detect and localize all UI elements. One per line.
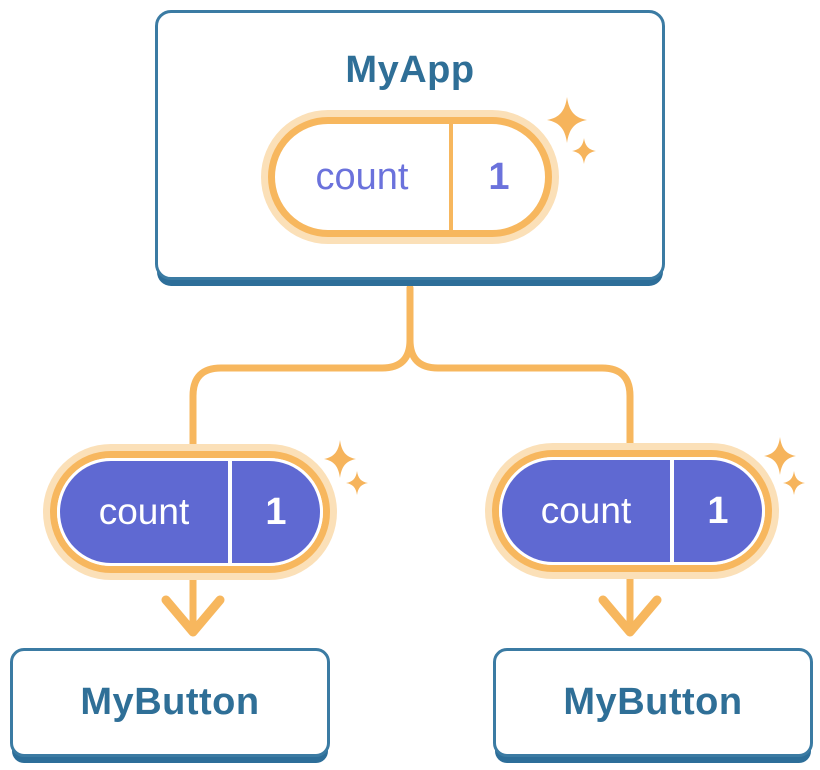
state-value-label: 1 [265, 490, 287, 533]
state-name-label: count [98, 491, 190, 532]
pill-divider [449, 124, 453, 230]
state-value-label: 1 [488, 155, 510, 198]
pill-body: count 1 [60, 461, 320, 563]
state-pill-root: count 1 [268, 117, 552, 237]
component-title: MyApp [345, 49, 475, 91]
state-pill-left-child: count 1 [50, 451, 330, 573]
pill-divider [670, 460, 674, 562]
sparkle-icon [764, 437, 805, 495]
arrowhead-left-icon [161, 595, 225, 637]
component-card-mybutton-right: MyButton [493, 648, 813, 757]
arrowhead-right-icon [598, 595, 662, 637]
sparkle-icon [324, 440, 368, 495]
pill-body: count 1 [502, 460, 762, 562]
component-title: MyButton [563, 681, 743, 723]
state-name-label: count [315, 155, 409, 198]
component-title: MyButton [80, 681, 260, 723]
component-card-mybutton-left: MyButton [10, 648, 330, 757]
state-pill-right-child: count 1 [492, 450, 772, 572]
state-value-label: 1 [707, 489, 729, 532]
state-name-label: count [540, 490, 632, 531]
